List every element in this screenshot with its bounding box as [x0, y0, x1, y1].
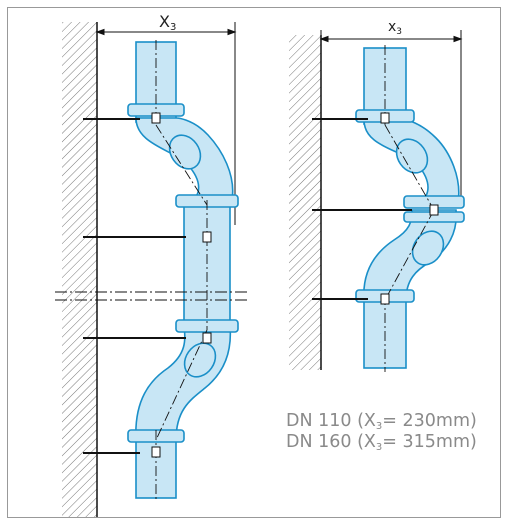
right-pipe-assembly — [355, 47, 465, 369]
right-lower-bend-ring — [411, 230, 445, 266]
note-dn160: DN 160 (X3= 315mm) — [286, 432, 477, 453]
break-line — [55, 291, 248, 301]
left-clamps — [151, 112, 212, 458]
left-upper-bend-ring — [168, 134, 202, 170]
right-dimension-label: x3 — [388, 19, 402, 37]
left-pipe-assembly — [127, 41, 239, 499]
left-dimension-line — [95, 22, 237, 225]
right-dimension-line — [319, 30, 463, 200]
right-centerlines — [384, 45, 435, 372]
right-upper-bend-ring — [395, 138, 429, 174]
left-wall — [62, 22, 98, 517]
right-wall — [289, 35, 322, 370]
left-dimension-label: X3 — [159, 12, 176, 33]
left-wall-brackets — [83, 118, 186, 454]
left-centerlines — [155, 40, 208, 500]
left-lower-bend — [135, 325, 232, 441]
right-lower-bend — [363, 209, 458, 301]
right-wall-brackets — [312, 118, 412, 300]
frame-border — [7, 7, 501, 518]
note-dn110: DN 110 (X3= 230mm) — [286, 411, 477, 432]
left-lower-bend-ring — [183, 342, 217, 378]
right-clamps — [380, 112, 439, 305]
